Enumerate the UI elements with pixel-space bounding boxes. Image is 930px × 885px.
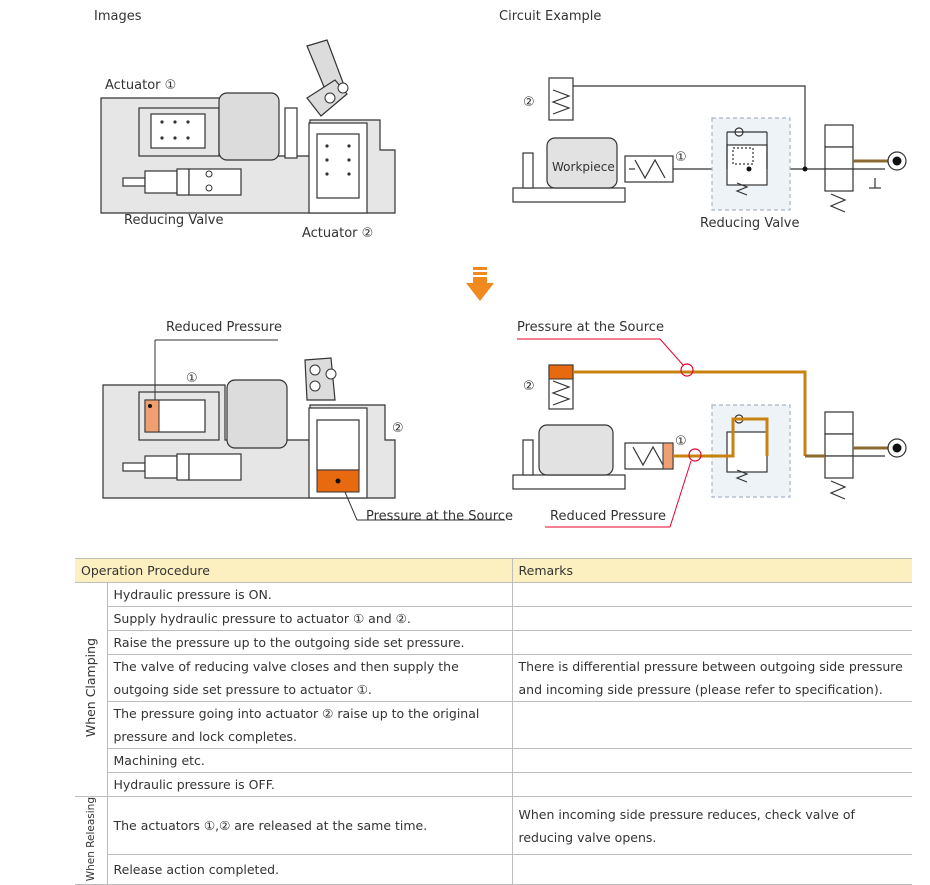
- header-operation-procedure: Operation Procedure: [75, 558, 512, 583]
- circuit-actuator-1-number: ①: [675, 150, 687, 165]
- circuit-pressurized-diagram: [512, 338, 907, 528]
- reducing-valve-label: Reducing Valve: [124, 213, 224, 228]
- step-line: The valve of reducing valve closes and t…: [113, 659, 459, 674]
- when-releasing-group: When Releasing: [75, 796, 108, 885]
- mech-actuator-2-number: ②: [392, 421, 404, 436]
- remark-cell: [511, 701, 912, 749]
- table-row: Supply hydraulic pressure to actuator ① …: [75, 606, 912, 631]
- remark-cell: [511, 854, 912, 885]
- table-row: When Clamping Hydraulic pressure is ON.: [75, 582, 912, 797]
- reduced-pressure-label-left: Reduced Pressure: [166, 320, 282, 335]
- header-remarks: Remarks: [511, 558, 912, 583]
- step-cell: Machining etc.: [107, 748, 512, 773]
- reduced-pressure-label-right: Reduced Pressure: [550, 509, 666, 524]
- table-row: Release action completed.: [75, 854, 912, 885]
- images-heading: Images: [94, 9, 142, 24]
- remark-line: reducing valve opens.: [518, 829, 657, 845]
- circuit-p-actuator-1-number: ①: [675, 434, 687, 449]
- table-row: Machining etc.: [75, 748, 912, 773]
- step-cell: Raise the pressure up to the outgoing si…: [107, 630, 512, 655]
- remark-line: and incoming side pressure (please refer…: [518, 682, 883, 697]
- table-row: When Releasing The actuators ①,② are rel…: [75, 796, 912, 885]
- when-clamping-label: When Clamping: [83, 638, 99, 738]
- table-row: Raise the pressure up to the outgoing si…: [75, 630, 912, 655]
- step-cell: The actuators ①,② are released at the sa…: [107, 796, 512, 856]
- table-header-row: Operation Procedure Remarks: [75, 558, 912, 583]
- circuit-reducing-valve-label: Reducing Valve: [700, 216, 800, 231]
- table-row: The valve of reducing valve closes and t…: [75, 654, 912, 702]
- when-clamping-group: When Clamping: [75, 582, 108, 797]
- pressure-source-label-right: Pressure at the Source: [517, 320, 664, 335]
- remark-cell: [511, 582, 912, 607]
- when-releasing-label: When Releasing: [84, 797, 97, 882]
- step-cell: Hydraulic pressure is ON.: [107, 582, 512, 607]
- circuit-p-actuator-2-number: ②: [523, 379, 535, 394]
- table-row: Hydraulic pressure is OFF.: [75, 772, 912, 797]
- pressure-source-label-left: Pressure at the Source: [366, 509, 513, 524]
- step-cell: The valve of reducing valve closes and t…: [107, 654, 512, 702]
- circuit-actuator-2-number: ②: [523, 95, 535, 110]
- step-cell: The pressure going into actuator ② raise…: [107, 701, 512, 749]
- remark-cell: [511, 630, 912, 655]
- remark-line: When incoming side pressure reduces, che…: [518, 806, 855, 822]
- circuit-example-heading: Circuit Example: [499, 9, 602, 24]
- remark-cell: There is differential pressure between o…: [511, 654, 912, 702]
- step-line: outgoing side set pressure to actuator ①…: [113, 682, 372, 697]
- circuit-diagram: [512, 77, 907, 213]
- step-cell: Hydraulic pressure is OFF.: [107, 772, 512, 797]
- remark-cell: [511, 772, 912, 797]
- operation-procedure-table: Operation Procedure Remarks When Clampin…: [75, 558, 912, 885]
- clamp-fixture-pressurized-illustration: [102, 339, 505, 521]
- step-cell: Release action completed.: [107, 854, 512, 885]
- remark-cell: [511, 748, 912, 773]
- actuator-2-label: Actuator ②: [302, 226, 374, 241]
- table-row: The pressure going into actuator ② raise…: [75, 701, 912, 749]
- down-arrow-icon: [466, 267, 494, 301]
- remark-line: There is differential pressure between o…: [518, 659, 903, 674]
- step-cell: Supply hydraulic pressure to actuator ① …: [107, 606, 512, 631]
- remark-cell: [511, 606, 912, 631]
- remark-cell: When incoming side pressure reduces, che…: [511, 796, 912, 856]
- actuator-1-label: Actuator ①: [105, 78, 177, 93]
- step-line: The pressure going into actuator ② raise…: [113, 706, 480, 721]
- clamp-fixture-illustration: [100, 39, 396, 214]
- step-line: pressure and lock completes.: [113, 729, 298, 744]
- mech-actuator-1-number: ①: [186, 371, 198, 386]
- workpiece-label: Workpiece: [552, 160, 615, 174]
